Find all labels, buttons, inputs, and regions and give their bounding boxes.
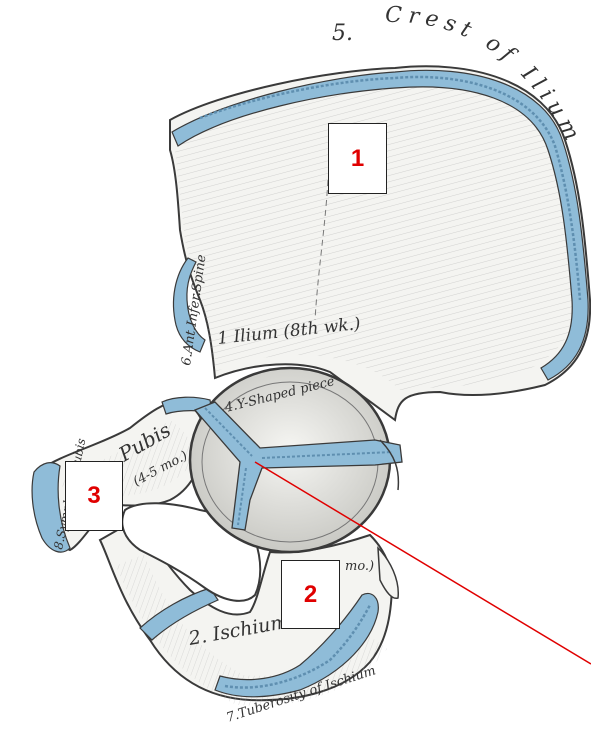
label-crest-number: 5. — [332, 21, 353, 46]
marker-1: 1 — [328, 123, 387, 194]
marker-2: 2 — [281, 560, 340, 629]
label-ischium-age: mo.) — [345, 559, 374, 574]
marker-3: 3 — [65, 461, 123, 531]
